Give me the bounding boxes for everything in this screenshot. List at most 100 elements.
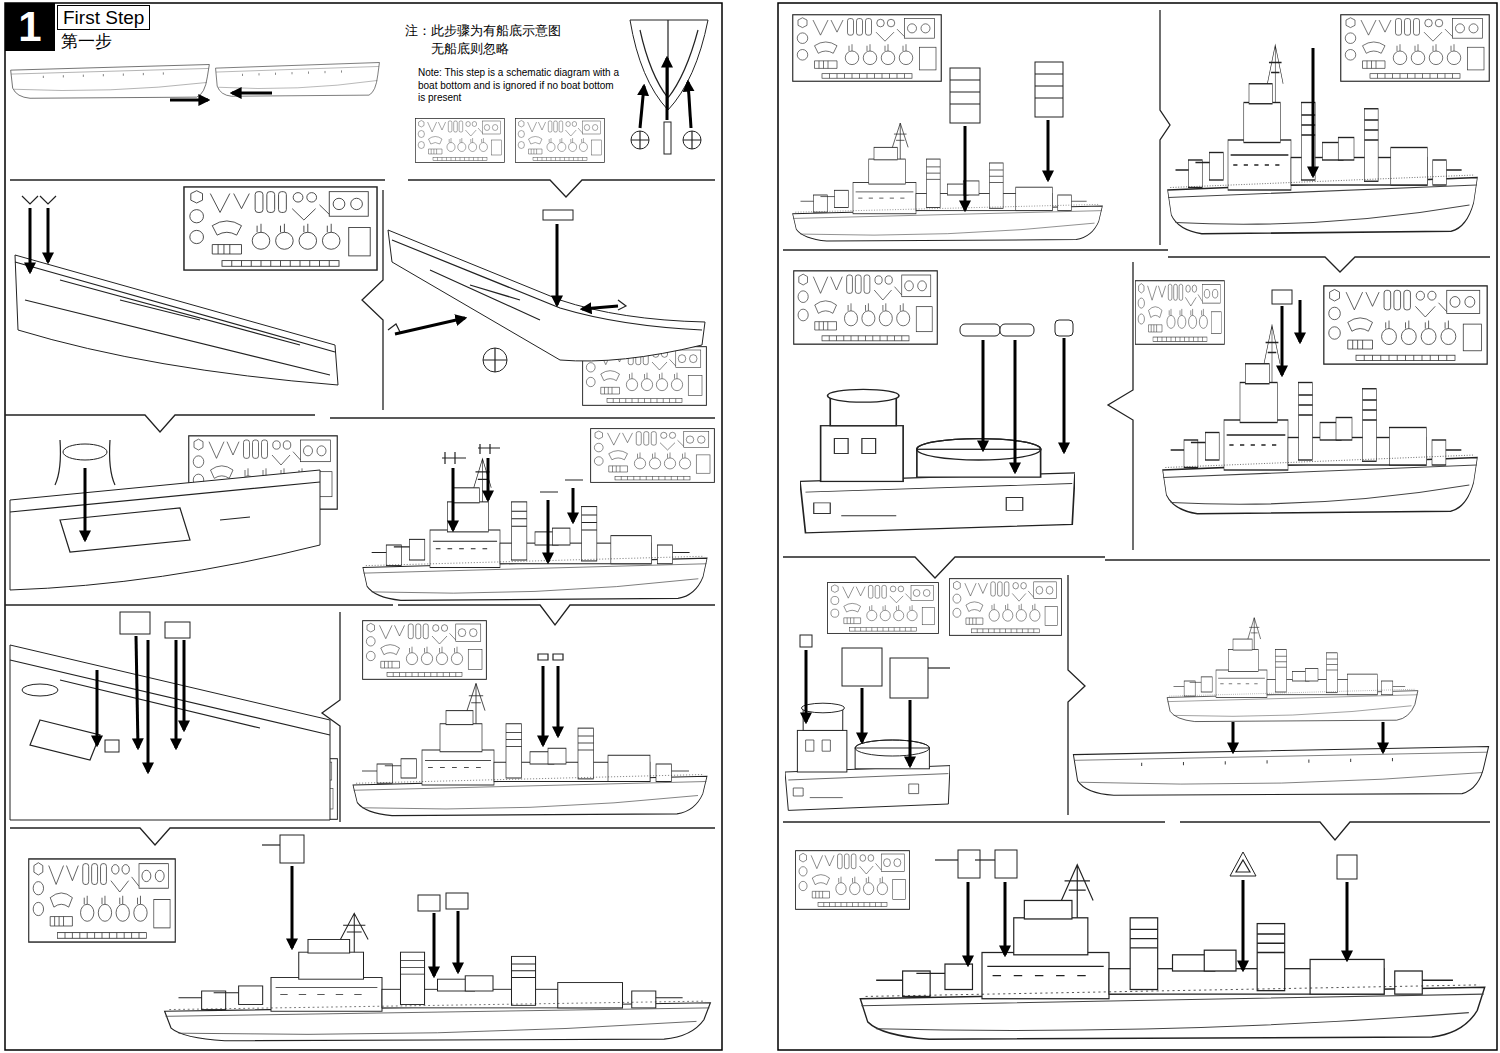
ship-drawings (1055, 320, 1073, 336)
assembly-arrows (170, 99, 208, 102)
assembly-arrows (84, 468, 87, 540)
note-english: Note: This step is a schematic diagram w… (418, 67, 623, 105)
panel-separators (5, 415, 315, 432)
ship-drawings (10, 482, 320, 552)
page-frames (778, 3, 1497, 1050)
sprue-sheets (29, 859, 176, 942)
ship-drawings (995, 850, 1017, 878)
ship-drawings (15, 262, 335, 375)
ship-drawings (1168, 45, 1478, 234)
assembly-arrows (542, 666, 545, 745)
sprue-sheets (515, 119, 604, 163)
step-number-badge: 1 (5, 3, 55, 51)
panel-separators (408, 180, 715, 197)
panel-separators (330, 417, 715, 418)
panel-separators (1168, 257, 1490, 272)
ship-drawings (22, 684, 58, 696)
assembly-arrows (1063, 338, 1066, 452)
ship-drawings (483, 348, 507, 372)
ship-drawings (1236, 860, 1250, 872)
ship-drawings (793, 123, 1103, 241)
ship-drawings (63, 444, 107, 460)
assembly-arrows (982, 340, 985, 450)
ship-drawings (958, 850, 980, 878)
panel-separators (783, 821, 1165, 822)
assembly-arrows (175, 640, 178, 748)
ship-drawings (11, 65, 210, 99)
ship-drawings (442, 444, 583, 492)
ship-drawings (1337, 855, 1357, 879)
assembly-arrows (433, 913, 436, 976)
sprue-sheets (184, 187, 377, 270)
assembly-arrows (183, 640, 186, 730)
panel-separators (1180, 822, 1490, 840)
ship-drawings (860, 865, 1484, 1040)
assembly-arrows (1299, 300, 1302, 342)
sprue-sheets (796, 851, 910, 910)
assembly-arrows (557, 666, 560, 736)
panel-separators (5, 604, 393, 605)
assembly-arrows (861, 688, 864, 742)
assembly-arrows (30, 48, 1383, 976)
ship-drawings (120, 612, 150, 634)
ship-drawings (446, 893, 468, 909)
ship-drawings (262, 844, 280, 845)
assembly-arrows (29, 208, 32, 272)
ship-drawings (543, 210, 573, 220)
ship-drawings (664, 122, 671, 154)
sprue-sheets (1341, 15, 1490, 81)
ship-drawings (975, 859, 995, 860)
ship-drawings (1167, 618, 1418, 722)
assembly-arrows (572, 488, 575, 522)
panel-separators (1108, 262, 1133, 550)
assembly-arrows (909, 700, 912, 766)
assembly-arrows (1047, 120, 1050, 180)
ship-drawings (392, 240, 702, 330)
ship-drawings (165, 622, 190, 638)
ship-drawings (950, 80, 980, 104)
step-title-box: First Step第一步 (57, 5, 155, 54)
sprue-sheets (363, 621, 487, 680)
ship-drawings (800, 389, 1075, 533)
assembly-arrows (136, 636, 138, 748)
ship-drawings (22, 196, 56, 204)
assembly-arrows (640, 86, 644, 128)
sprue-sheets (793, 15, 942, 81)
assembly-arrows (457, 911, 460, 972)
ship-drawings (105, 740, 119, 752)
panel-separators (5, 10, 1490, 845)
ship-drawings (1073, 747, 1488, 796)
assembly-arrows (232, 92, 272, 95)
ship-drawings (631, 131, 649, 149)
ship-drawings (800, 635, 812, 647)
assembly-arrows (964, 126, 967, 210)
step-title-chinese: 第一步 (57, 30, 155, 52)
assembly-arrows (1232, 722, 1235, 752)
ship-drawings (1000, 324, 1034, 336)
ship-drawings (216, 63, 380, 97)
assembly-arrows (1281, 306, 1284, 375)
sprue-sheets (1135, 281, 1224, 345)
note-chinese: 注：此步骤为有船底示意图 无船底则忽略 (405, 22, 605, 58)
ship-drawings (165, 913, 711, 1040)
assembly-arrows (96, 670, 99, 745)
step-number: 1 (5, 3, 55, 51)
assembly-arrows (1004, 882, 1007, 955)
ship-drawings (785, 703, 950, 810)
sprue-sheets (950, 579, 1062, 636)
ship-drawings (890, 658, 928, 698)
ship-drawings (388, 324, 400, 332)
ship-drawings (1035, 62, 1063, 117)
ship-drawings (418, 895, 440, 911)
ship-drawings (618, 300, 626, 310)
page-frames (5, 3, 1497, 1050)
assembly-arrows (547, 500, 550, 562)
ship-drawings (10, 470, 320, 590)
ship-drawings (1230, 852, 1256, 876)
ship-drawings (683, 131, 701, 149)
ship-drawings (538, 654, 563, 660)
ship-drawings (631, 131, 649, 149)
